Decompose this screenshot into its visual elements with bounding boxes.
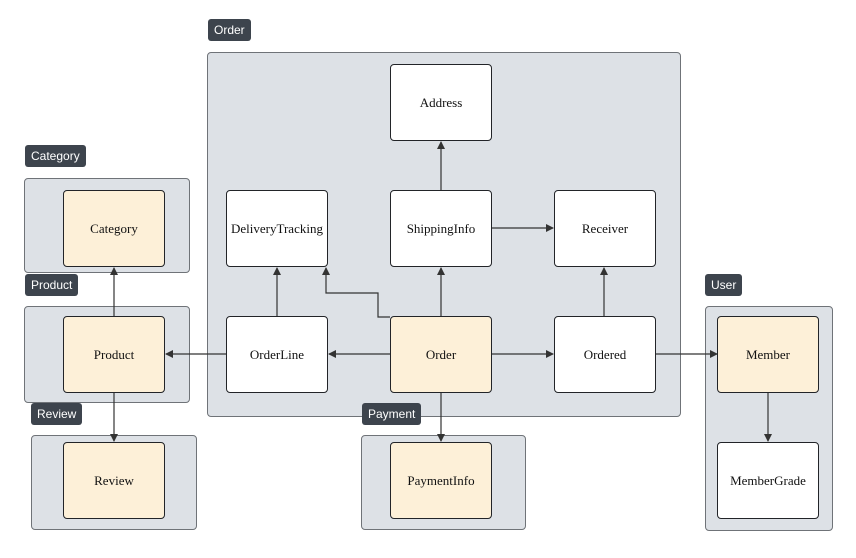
user-group-tag: User (705, 274, 743, 296)
member-node[interactable]: Member (717, 316, 819, 393)
receiver-node[interactable]: Receiver (554, 190, 656, 267)
ordered-node[interactable]: Ordered (554, 316, 656, 393)
review-group-tag: Review (31, 403, 83, 425)
address-node[interactable]: Address (390, 64, 492, 141)
edge-order-deliverytracking (322, 267, 390, 318)
product-group-tag: Product (25, 274, 79, 296)
review-node[interactable]: Review (63, 442, 165, 519)
order-node[interactable]: Order (390, 316, 492, 393)
payment-info-node[interactable]: PaymentInfo (390, 442, 492, 519)
delivery-tracking-node[interactable]: DeliveryTracking (226, 190, 328, 267)
product-node[interactable]: Product (63, 316, 165, 393)
payment-group-tag: Payment (362, 403, 422, 425)
member-grade-node[interactable]: MemberGrade (717, 442, 819, 519)
shipping-info-node[interactable]: ShippingInfo (390, 190, 492, 267)
category-node[interactable]: Category (63, 190, 165, 267)
order-group-tag: Order (208, 19, 251, 41)
order-line-node[interactable]: OrderLine (226, 316, 328, 393)
category-group-tag: Category (25, 145, 86, 167)
